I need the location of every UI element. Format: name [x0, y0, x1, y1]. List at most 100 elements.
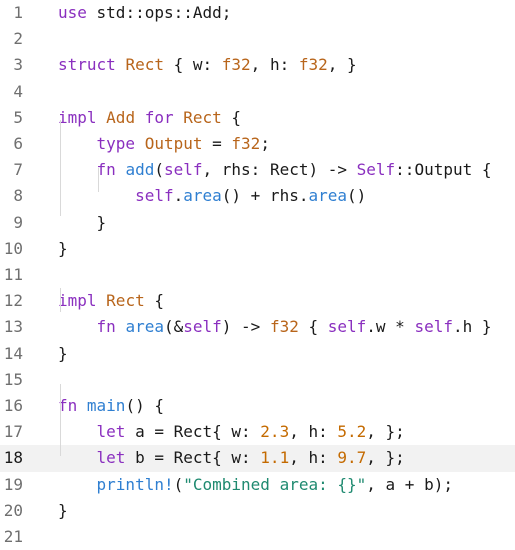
code-token: Rect — [183, 107, 222, 127]
code-line[interactable]: 12 impl Rect { — [0, 288, 515, 314]
code-token: area — [125, 317, 164, 337]
code-token: { — [144, 291, 164, 311]
code-line[interactable]: 6 type Output = f32; — [0, 131, 515, 157]
code-text: fn area(&self) -> f32 { self.w * self.h … — [58, 314, 492, 340]
code-line[interactable]: 5 impl Add for Rect { — [0, 105, 515, 131]
line-number: 1 — [13, 3, 23, 22]
code-token: fn — [96, 160, 116, 180]
code-line[interactable]: 21 — [0, 524, 515, 550]
code-token: , h: — [250, 55, 299, 75]
code-token: . — [173, 186, 184, 206]
code-token: 1.1 — [260, 448, 290, 468]
code-token — [135, 108, 145, 127]
code-line[interactable]: 13 fn area(&self) -> f32 { self.w * self… — [0, 314, 515, 340]
code-token: self — [135, 186, 174, 206]
line-number: 7 — [13, 160, 23, 180]
code-line[interactable]: 14} — [0, 341, 515, 367]
code-token: std::ops::Add; — [86, 3, 232, 22]
code-token: .h } — [452, 317, 492, 337]
code-text: self.area() + rhs.area() — [58, 183, 366, 209]
code-token: } — [58, 343, 68, 363]
code-token: } — [58, 500, 68, 520]
code-line[interactable]: 8 self.area() + rhs.area() — [0, 183, 515, 209]
code-line[interactable]: 4 — [0, 79, 515, 105]
code-token — [58, 422, 97, 441]
code-line[interactable]: 19 println!("Combined area: {}", a + b); — [0, 472, 515, 498]
code-token — [116, 160, 126, 179]
code-token: Self — [356, 160, 396, 180]
line-number: 21 — [3, 527, 23, 546]
code-line[interactable]: 18 let b = Rect{ w: 1.1, h: 9.7, }; — [0, 445, 515, 472]
line-number: 4 — [13, 81, 23, 101]
code-token: fn — [58, 396, 78, 415]
code-token: () — [347, 186, 367, 206]
code-token: let — [96, 448, 126, 468]
code-token: , }; — [366, 422, 405, 442]
line-number: 5 — [13, 107, 23, 127]
code-token: a = Rect{ w: — [125, 422, 261, 442]
code-line[interactable]: 11 — [0, 262, 515, 288]
code-token: () + rhs. — [221, 186, 309, 206]
code-token: ::Output { — [395, 160, 492, 180]
code-token — [77, 396, 87, 415]
code-token — [58, 134, 97, 153]
code-token: } — [58, 212, 107, 232]
code-token: main — [86, 396, 126, 415]
code-text: impl Add for Rect { — [58, 105, 241, 131]
code-line[interactable]: 1 use std::ops::Add; — [0, 0, 515, 26]
code-text: struct Rect { w: f32, h: f32, } — [58, 52, 357, 78]
code-token: , } — [327, 55, 357, 75]
code-token: , h: — [289, 448, 338, 468]
code-line[interactable]: 9 } — [0, 210, 515, 236]
code-line[interactable]: 7 fn add(self, rhs: Rect) -> Self::Outpu… — [0, 157, 515, 183]
code-token: self — [163, 160, 203, 180]
code-line[interactable]: 10} — [0, 236, 515, 262]
code-token: self — [183, 317, 222, 337]
code-text: impl Rect { — [58, 288, 164, 314]
code-token: ) -> — [221, 317, 270, 337]
code-line[interactable]: 2 — [0, 26, 515, 52]
code-token: 9.7 — [337, 448, 367, 468]
code-token: .w * — [366, 317, 415, 337]
line-number: 2 — [13, 29, 23, 49]
indent-guide — [60, 288, 61, 312]
code-token — [174, 108, 184, 127]
code-token — [58, 448, 97, 467]
code-token: { — [221, 107, 242, 127]
code-token: Add — [106, 107, 136, 127]
code-token: add — [125, 160, 155, 180]
code-token: ( — [154, 160, 164, 180]
code-token: b = Rect{ w: — [125, 448, 261, 468]
code-token: Output — [144, 134, 203, 153]
code-token: use — [58, 3, 87, 22]
code-token — [58, 186, 135, 205]
code-line[interactable]: 20} — [0, 498, 515, 524]
code-text: } — [58, 210, 107, 236]
code-token: = — [202, 134, 232, 153]
code-token: println! — [96, 474, 174, 494]
indent-guide — [60, 120, 61, 216]
line-number: 14 — [3, 343, 23, 363]
code-token: , rhs: Rect) -> — [202, 160, 357, 180]
line-number: 12 — [3, 291, 23, 311]
line-number: 20 — [3, 500, 23, 520]
code-token — [97, 108, 107, 127]
code-token: impl — [58, 107, 97, 127]
code-token: f32 — [269, 317, 299, 337]
code-token: type — [96, 134, 136, 153]
code-token: ( — [173, 474, 184, 494]
code-line[interactable]: 15 — [0, 367, 515, 393]
code-token: struct — [58, 55, 116, 75]
code-line[interactable]: 17 let a = Rect{ w: 2.3, h: 5.2, }; — [0, 419, 515, 445]
code-token: () { — [125, 396, 164, 415]
code-token: 5.2 — [337, 422, 367, 442]
code-token: 2.3 — [260, 422, 290, 442]
indent-guide — [60, 384, 61, 456]
code-token: , a + b); — [366, 474, 453, 494]
code-token: , }; — [366, 448, 405, 468]
line-number: 19 — [3, 474, 23, 494]
code-text: type Output = f32; — [58, 131, 270, 157]
